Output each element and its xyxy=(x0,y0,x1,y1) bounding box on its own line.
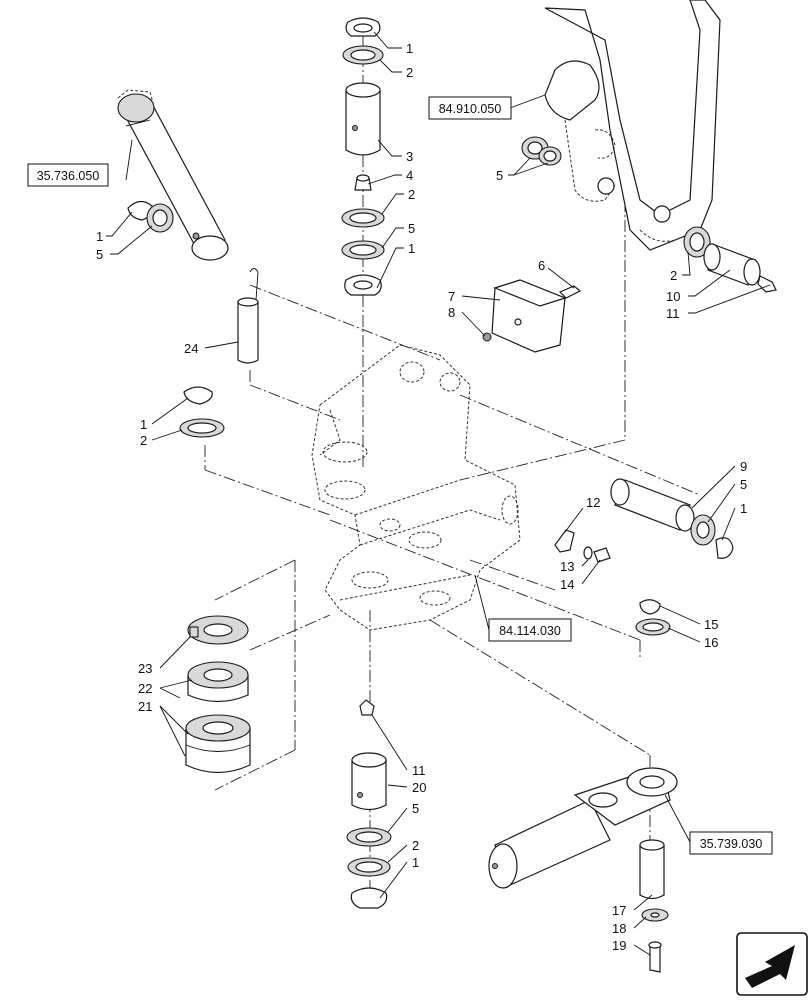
leader-lines xyxy=(106,31,771,956)
callout-numbers: 1 2 3 4 2 5 1 1 5 5 2 10 11 6 7 8 24 1 2… xyxy=(96,41,747,953)
callout: 2 xyxy=(406,65,413,80)
callout: 2 xyxy=(408,187,415,202)
boom-pin xyxy=(683,226,777,293)
callout: 11 xyxy=(666,306,680,321)
reference-label: 84.114.030 xyxy=(499,624,561,638)
callout: 1 xyxy=(740,501,747,516)
callout: 8 xyxy=(448,305,455,320)
pin-24 xyxy=(237,268,259,364)
swing-cylinder-lower xyxy=(488,767,678,889)
callout: 5 xyxy=(96,247,103,262)
callout: 19 xyxy=(612,938,626,953)
boom-arm xyxy=(544,0,721,251)
callout: 2 xyxy=(412,838,419,853)
callout: 6 xyxy=(538,258,545,273)
callout: 5 xyxy=(740,477,747,492)
callout: 7 xyxy=(448,289,455,304)
reference-box-35-736-050[interactable]: 35.736.050 xyxy=(27,163,109,187)
callout: 17 xyxy=(612,903,626,918)
callout: 15 xyxy=(704,617,718,632)
callout: 1 xyxy=(140,417,147,432)
callout: 4 xyxy=(406,168,413,183)
swing-bracket xyxy=(311,344,521,631)
reference-box-84-114-030[interactable]: 84.114.030 xyxy=(488,618,572,642)
callout: 5 xyxy=(496,168,503,183)
callout: 2 xyxy=(670,268,677,283)
callout: 12 xyxy=(586,495,600,510)
callout: 11 xyxy=(412,763,426,778)
pin-9-assembly xyxy=(610,478,734,559)
reference-label: 35.736.050 xyxy=(37,169,100,183)
swing-cylinder-upper xyxy=(117,89,229,261)
callout: 14 xyxy=(560,577,574,592)
callout: 1 xyxy=(412,855,419,870)
callout: 24 xyxy=(184,341,198,356)
bearing-stack xyxy=(185,615,251,774)
rings-15-16 xyxy=(635,599,671,636)
left-ring-pair xyxy=(127,200,174,233)
callout: 23 xyxy=(138,661,152,676)
callout: 2 xyxy=(140,433,147,448)
reference-label: 35.739.030 xyxy=(700,837,763,851)
boom-rings xyxy=(521,136,562,166)
callout: 1 xyxy=(406,41,413,56)
pin-17-assembly xyxy=(639,839,669,973)
callout: 20 xyxy=(412,780,426,795)
callout: 22 xyxy=(138,681,152,696)
reference-box-84-910-050[interactable]: 84.910.050 xyxy=(428,96,512,120)
lower-pin-stack xyxy=(346,699,392,909)
callout: 1 xyxy=(408,241,415,256)
lock-plate-assembly xyxy=(554,529,611,563)
upper-pin-stack xyxy=(341,17,385,296)
alignment-lines xyxy=(204,35,701,900)
callout: 5 xyxy=(412,801,419,816)
callout: 3 xyxy=(406,149,413,164)
callout: 18 xyxy=(612,921,626,936)
callout: 9 xyxy=(740,459,747,474)
reference-box-35-739-030[interactable]: 35.739.030 xyxy=(689,831,773,855)
wear-pad-assembly xyxy=(482,279,582,353)
callout: 13 xyxy=(560,559,574,574)
navigation-arrow-icon[interactable] xyxy=(736,932,808,996)
callout: 1 xyxy=(96,229,103,244)
callout: 16 xyxy=(704,635,718,650)
callout: 5 xyxy=(408,221,415,236)
callout: 10 xyxy=(666,289,680,304)
reference-label: 84.910.050 xyxy=(439,102,502,116)
left-mid-rings xyxy=(179,386,225,438)
callout: 21 xyxy=(138,699,152,714)
